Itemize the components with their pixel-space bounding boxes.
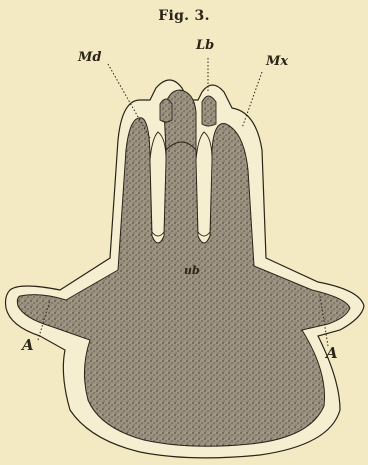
label-a-right: A [326, 344, 338, 362]
labium-tip-right [202, 96, 216, 126]
lobe-gap-1 [150, 132, 166, 236]
label-md: Md [78, 50, 101, 65]
label-lb: Lb [196, 38, 214, 53]
label-a-left: A [22, 336, 34, 354]
figure-title: Fig. 3. [0, 8, 368, 24]
lobe-gap-2 [196, 132, 212, 236]
labium-tip-left [160, 99, 172, 122]
label-mx: Mx [266, 54, 288, 69]
label-ub: ub [184, 264, 200, 277]
leader-mx [242, 72, 262, 128]
